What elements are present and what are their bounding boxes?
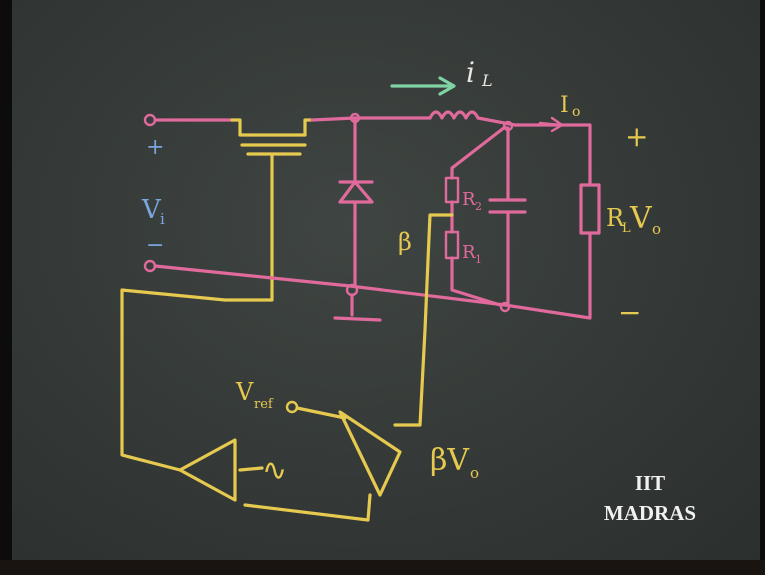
label-inductor-current: i [466, 56, 475, 89]
resistor-r2 [444, 176, 460, 204]
label-r2: R [462, 189, 476, 210]
feedback-tap-wire [393, 213, 454, 427]
label-minus-input: − [146, 233, 164, 258]
label-output-current: I [560, 93, 569, 118]
wire-inductor-to-output [476, 116, 592, 187]
ground-bar [333, 293, 382, 322]
chalkboard-ledge [0, 560, 765, 575]
erramp-output-wire [243, 493, 372, 522]
watermark-line2: MADRAS [604, 501, 696, 525]
label-vref: V [235, 378, 254, 406]
label-load-resistor-sub: L [622, 221, 631, 236]
label-output-voltage-sub: o [652, 220, 661, 238]
label-minus-output: − [618, 296, 641, 329]
comparator [178, 438, 237, 502]
label-inductor-current-sub: L [481, 71, 493, 90]
label-plus-input: + [146, 135, 164, 160]
divider-wire-bottom [450, 256, 502, 307]
gate-drive-wire [120, 288, 227, 472]
label-plus-output: + [625, 120, 648, 153]
node-cap-bottom [499, 301, 511, 313]
label-beta-vo-sub: o [470, 464, 479, 482]
output-current-arrow [538, 116, 564, 133]
label-load-resistor: R [606, 204, 625, 232]
label-beta: β [398, 228, 412, 256]
freewheel-diode [338, 116, 374, 287]
inductor-current-arrow [390, 76, 456, 96]
chalkboard [12, 0, 760, 566]
label-input-voltage: V [141, 195, 162, 225]
vref-wire [295, 406, 347, 420]
inductor [428, 110, 480, 120]
divider-wire-top [450, 125, 507, 180]
label-vref-sub: ref [254, 397, 274, 412]
error-amplifier [338, 410, 402, 497]
sawtooth-wire [238, 466, 264, 472]
load-resistor [579, 183, 601, 235]
vref-terminal [285, 400, 299, 414]
watermark-line1: IIT [635, 471, 665, 495]
label-beta-vo: βV [430, 443, 470, 478]
label-output-voltage: V [629, 201, 653, 236]
resistor-r1 [444, 230, 460, 260]
label-output-current-sub: o [572, 104, 580, 120]
label-r1: R [462, 242, 476, 263]
output-capacitor [488, 126, 527, 307]
switch-mosfet [223, 118, 314, 302]
label-sawtooth: ∿ [262, 453, 287, 488]
label-r2-sub: 2 [475, 200, 482, 213]
wire-switch-to-diode-node [310, 116, 432, 122]
label-r1-sub: 1 [475, 253, 482, 266]
wire-bottom-rail [153, 233, 592, 320]
label-input-voltage-sub: i [160, 210, 165, 228]
node-diode-top [349, 112, 361, 124]
